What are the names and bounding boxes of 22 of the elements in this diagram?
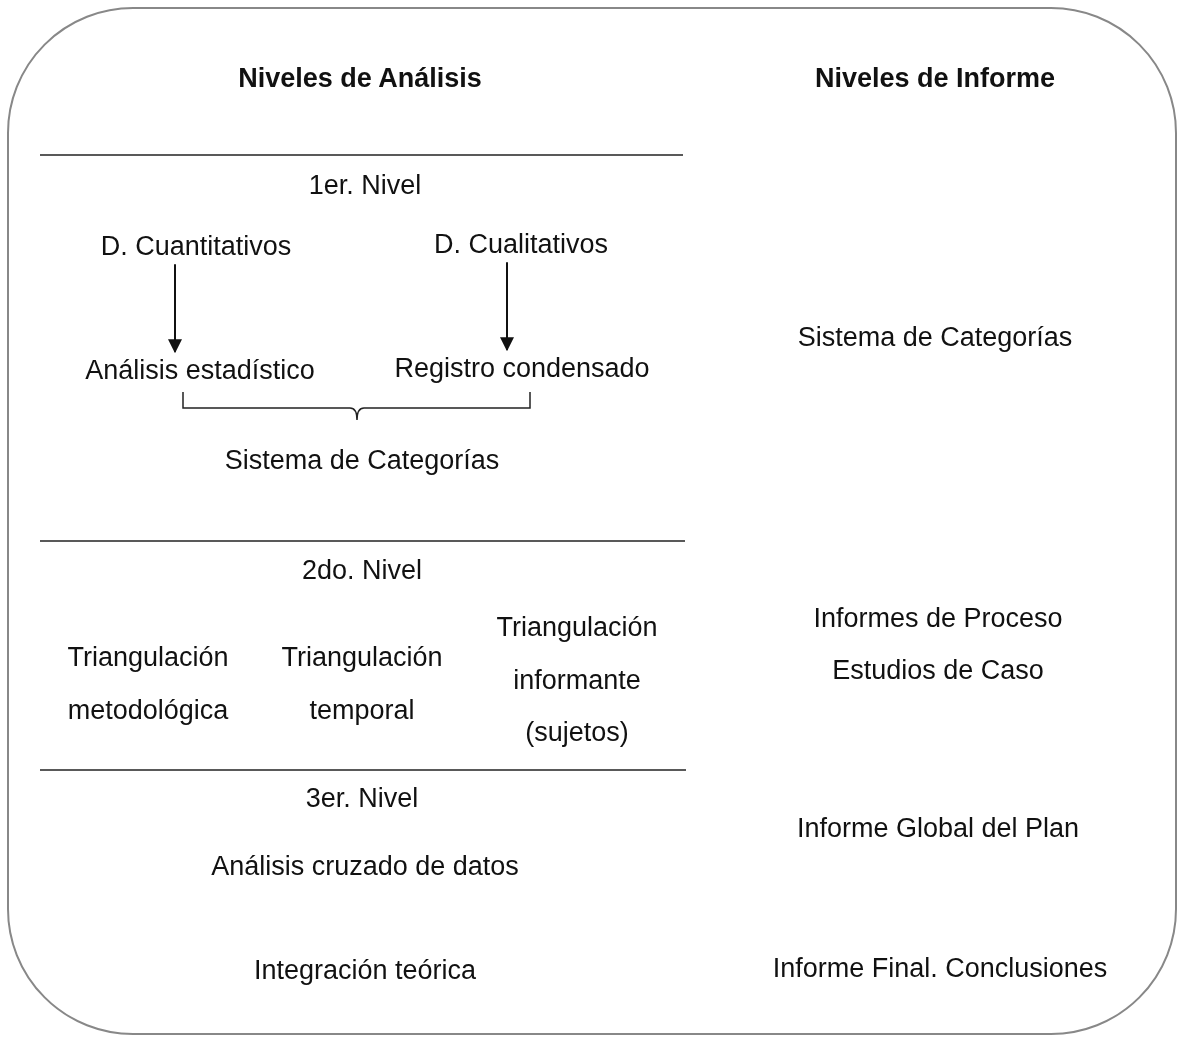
arrow [168, 263, 182, 354]
column-heading: Niveles de Informe [814, 61, 1056, 95]
report-text: Sistema de Categorías [797, 320, 1073, 354]
level-heading: 2do. Nivel [301, 553, 423, 587]
node-text: D. Cualitativos [433, 227, 609, 261]
result-text: Sistema de Categorías [224, 443, 500, 477]
report-text: Estudios de Caso [832, 653, 1044, 687]
node-text: Análisis estadístico [85, 353, 315, 387]
arrow [500, 261, 514, 352]
report-text: Informes de Proceso [813, 601, 1063, 635]
method-text: Triangulación metodológica [66, 641, 230, 727]
level-heading: 3er. Nivel [305, 781, 419, 815]
method-text: Triangulación temporal [280, 641, 444, 727]
report-text: Informe Final. Conclusiones [772, 951, 1108, 985]
node-text: Registro condensado [394, 351, 650, 385]
method-text: Integración teórica [253, 953, 477, 987]
report-text: Informe Global del Plan [796, 811, 1080, 845]
node-text: D. Cuantitativos [100, 229, 292, 263]
method-text: Triangulación informante (sujetos) [495, 611, 659, 750]
method-text: Análisis cruzado de datos [211, 849, 519, 883]
column-heading: Niveles de Análisis [238, 61, 482, 95]
level-heading: 1er. Nivel [308, 168, 422, 202]
